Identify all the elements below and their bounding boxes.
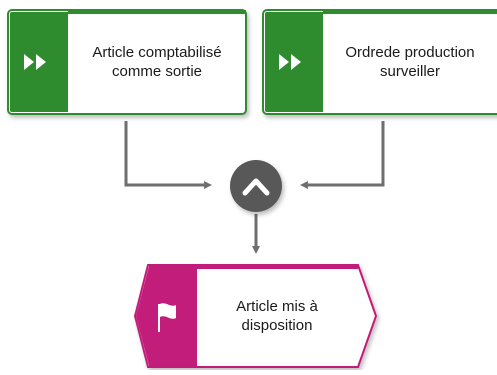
and-connector[interactable] xyxy=(230,160,282,212)
fast-forward-icon xyxy=(279,54,301,70)
function-box-2[interactable] xyxy=(262,9,497,115)
function-box-1-label-line-2: comme sortie xyxy=(111,63,203,80)
event-box[interactable] xyxy=(133,264,378,368)
event-box-label: Article mis à disposition xyxy=(197,266,357,366)
connection-fn2-to-and[interactable] xyxy=(300,121,385,189)
function-box-2-label-line-1: Ordrede production xyxy=(345,44,475,61)
function-box-2-label: Ordrede production surveiller xyxy=(323,12,497,112)
connection-fn1-to-and[interactable] xyxy=(124,121,212,189)
function-box-1[interactable] xyxy=(7,9,247,115)
event-box-label-line-2: disposition xyxy=(241,317,313,334)
event-box-label-line-1: Article mis à xyxy=(236,298,318,315)
flag-icon xyxy=(158,303,176,332)
fast-forward-icon xyxy=(24,54,46,70)
chevron-up-icon xyxy=(242,178,270,196)
function-box-2-label-line-2: surveiller xyxy=(379,63,440,80)
function-box-1-label-line-1: Article comptabilisé xyxy=(92,44,222,61)
function-box-1-label: Article comptabilisé comme sortie xyxy=(68,12,246,112)
